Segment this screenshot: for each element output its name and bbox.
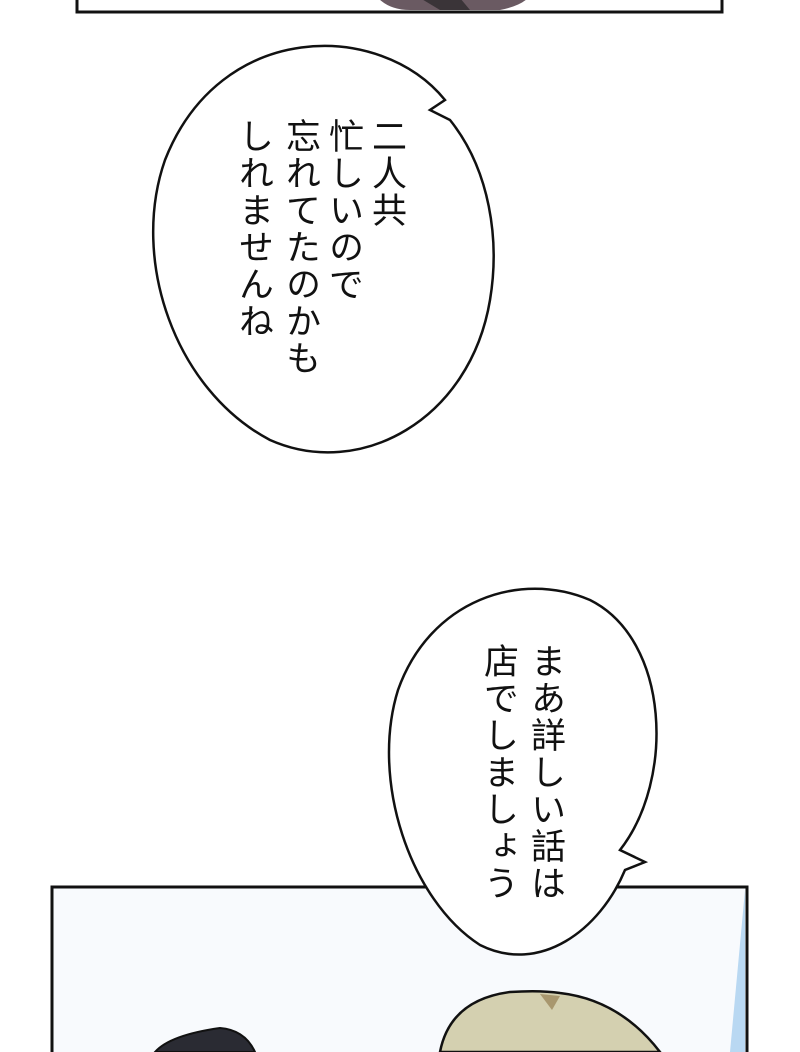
- dark-hair-character: [153, 1026, 257, 1052]
- bubble-1-line-3: 忘れてたのかも: [280, 118, 320, 377]
- speech-bubble-1: [152, 44, 495, 454]
- blond-hair-character: [438, 989, 662, 1052]
- bottom-panel: [50, 885, 749, 1052]
- bubble-2-line-1: まあ詳しい話は: [525, 643, 565, 902]
- top-panel: [75, 0, 724, 14]
- bubble-1-line-1: 二人共: [366, 118, 406, 229]
- bubble-1-line-4: しれませんね: [233, 118, 273, 340]
- speech-bubble-2: [387, 587, 658, 956]
- bubble-1-line-2: 忙しいので: [323, 118, 363, 303]
- bubble-2-line-2: 店でしましょう: [478, 643, 518, 902]
- light-beam: [730, 890, 745, 1052]
